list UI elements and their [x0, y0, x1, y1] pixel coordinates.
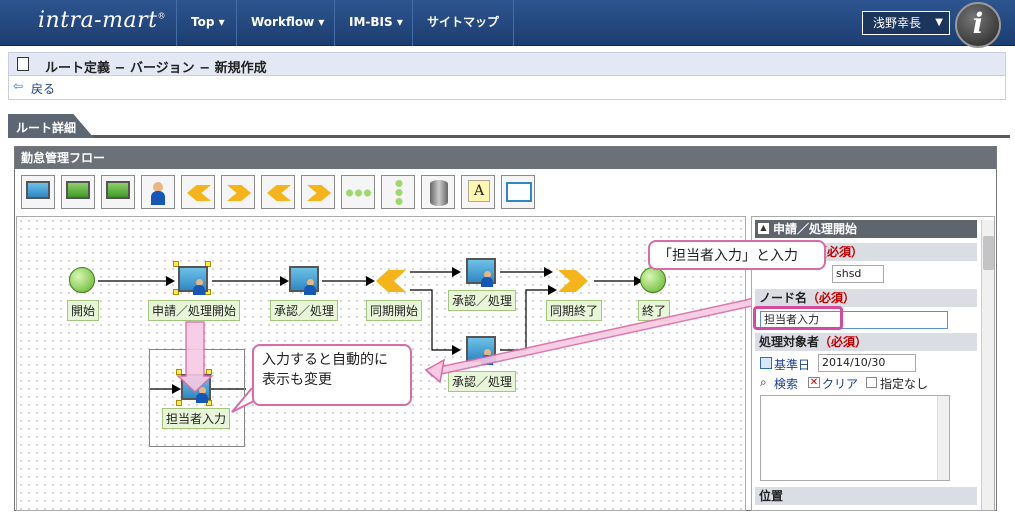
page-icon [17, 57, 29, 71]
list-scrollbar[interactable] [937, 396, 949, 480]
tab-route-detail[interactable]: ルート詳細 [8, 114, 94, 138]
required-mark: （必須） [819, 335, 868, 349]
sync-end-label: 同期終了 [546, 300, 603, 321]
section-position: 位置 [755, 487, 977, 505]
dotted-line-icon[interactable] [341, 175, 375, 209]
merge-gray-icon[interactable] [301, 175, 335, 209]
monitor-person-icon[interactable] [21, 175, 55, 209]
search-icon[interactable]: ⌕ [760, 375, 767, 389]
selection-handle[interactable] [173, 289, 179, 295]
person-icon [481, 271, 493, 287]
avatar[interactable]: i [955, 2, 1001, 48]
approve2-label: 承認／処理 [448, 290, 517, 311]
new-node-label: 担当者入力 [162, 408, 231, 429]
back-link[interactable]: 戻る [31, 82, 56, 96]
sync-start-label: 同期開始 [366, 300, 423, 321]
selection-handle[interactable] [205, 289, 211, 295]
callout-auto-update: 入力すると自動的に 表示も変更 [252, 344, 412, 406]
required-mark: （必須） [815, 245, 864, 259]
person-icon [196, 387, 208, 403]
database-icon[interactable] [421, 175, 455, 209]
unspecified-checkbox[interactable] [866, 377, 877, 388]
nav-im-bis[interactable]: IM-BIS ▾ [334, 0, 417, 46]
collapse-icon[interactable]: ▲ [758, 223, 769, 234]
apply-label: 申請／処理開始 [148, 300, 241, 321]
selection-handle[interactable] [176, 400, 182, 406]
search-link[interactable]: 検索 [774, 377, 799, 391]
page-title-bar: ルート定義 − バージョン − 新規作成 [8, 52, 1006, 76]
sync-end-node-icon[interactable] [558, 270, 588, 292]
merge-icon[interactable] [221, 175, 255, 209]
branch-icon[interactable] [181, 175, 215, 209]
start-node[interactable] [69, 267, 95, 293]
chevron-down-icon: ▼ [935, 17, 943, 28]
end-label: 終了 [638, 300, 671, 321]
logo-text: intra-mart [38, 8, 158, 33]
properties-header-text: 申請／処理開始 [773, 222, 858, 236]
tab-strip: ルート詳細 [8, 114, 1010, 138]
properties-scrollbar[interactable] [981, 220, 994, 510]
required-mark: （必須） [807, 291, 856, 305]
user-menu[interactable]: 浅野幸長 ▼ [862, 11, 950, 35]
partial-field[interactable]: shsd [832, 265, 884, 283]
vertical-dots-icon[interactable] [381, 175, 415, 209]
base-date-input[interactable]: 2014/10/30 [818, 354, 916, 372]
flow-panel: 勤怠管理フロー A [14, 146, 997, 511]
nav-top[interactable]: Top ▾ [176, 0, 239, 46]
branch-gray-icon[interactable] [261, 175, 295, 209]
callout-a-line1: 入力すると自動的に [262, 352, 388, 368]
properties-panel: ▲ 申請／処理開始 （必須） shsd ノード名（必須） 担当者入力 処理対象者… [751, 216, 995, 511]
approve1-label: 承認／処理 [270, 300, 339, 321]
callout-a-line2: 表示も変更 [262, 372, 332, 388]
target-list[interactable] [760, 395, 950, 481]
base-date-label: 基準日 [774, 358, 811, 372]
clear-link[interactable]: クリア [822, 377, 859, 391]
section-node-name: ノード名（必須） [755, 289, 977, 307]
monitor-icon[interactable] [101, 175, 135, 209]
section-target: 処理対象者（必須） [755, 333, 977, 351]
approve3-label: 承認／処理 [448, 371, 517, 392]
selection-handle[interactable] [206, 400, 212, 406]
text-annotation-icon[interactable]: A [461, 175, 495, 209]
back-arrow-icon[interactable]: ⇦ [13, 79, 24, 93]
end-node[interactable] [640, 267, 666, 293]
selection-handle[interactable] [176, 369, 182, 375]
window-icon[interactable] [501, 175, 535, 209]
calendar-icon[interactable] [760, 357, 772, 369]
selection-handle[interactable] [205, 261, 211, 267]
nav-sitemap[interactable]: サイトマップ [412, 0, 515, 46]
user-name: 浅野幸長 [873, 16, 922, 30]
global-header: intra-mart® Top ▾ Workflow ▾ IM-BIS ▾ サイ… [0, 0, 1015, 48]
properties-header: ▲ 申請／処理開始 [755, 220, 977, 238]
node-name-highlight [753, 306, 843, 330]
page-title: ルート定義 − バージョン − 新規作成 [45, 61, 267, 76]
target-label: 処理対象者 [759, 335, 820, 349]
sync-start-node-icon[interactable] [376, 270, 406, 292]
callout-enter-text: 「担当者入力」と入力 [648, 240, 826, 270]
node-name-label: ノード名 [759, 291, 808, 305]
person-icon[interactable] [141, 175, 175, 209]
callout-b-text: 「担当者入力」と入力 [658, 248, 798, 264]
clear-icon[interactable]: ✕ [808, 377, 820, 388]
unspecified-label: 指定なし [880, 377, 929, 391]
person-icon [304, 279, 316, 295]
back-row: ⇦ 戻る [8, 76, 1006, 100]
selection-handle[interactable] [173, 261, 179, 267]
panel-title: 勤怠管理フロー [15, 147, 996, 169]
scroll-thumb[interactable] [983, 236, 994, 270]
person-icon [193, 279, 205, 295]
node-name-input[interactable]: 担当者入力 [760, 311, 948, 329]
monitor-search-icon[interactable] [61, 175, 95, 209]
nav-workflow[interactable]: Workflow ▾ [236, 0, 338, 46]
intra-mart-logo[interactable]: intra-mart® [38, 8, 166, 33]
position-label: 位置 [759, 489, 784, 503]
start-label: 開始 [67, 300, 100, 321]
